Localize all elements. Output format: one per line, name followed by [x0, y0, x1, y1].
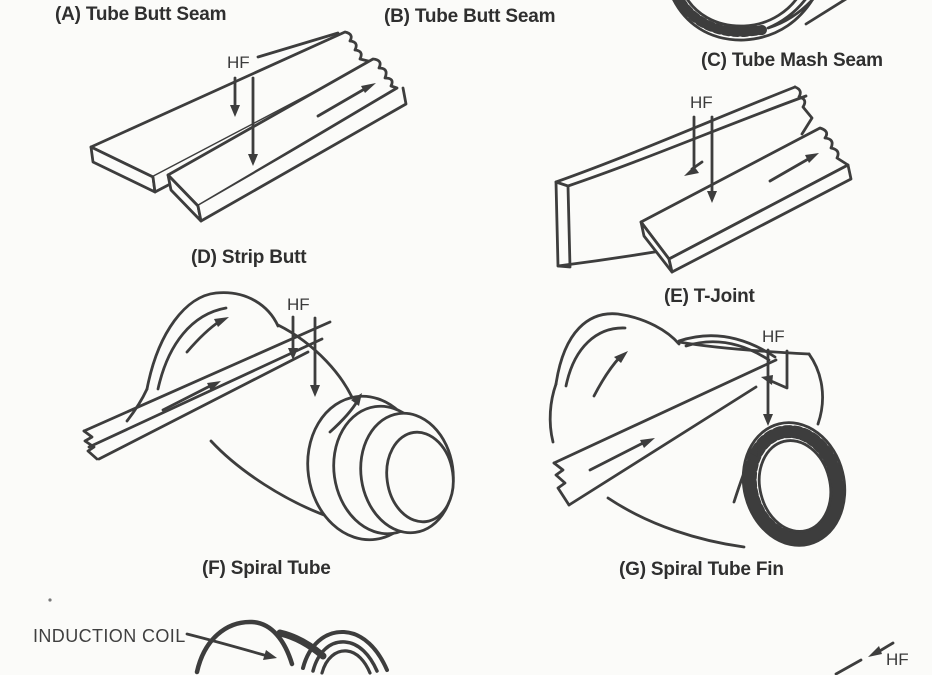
hf-label-spiral-tube-fin: HF: [762, 327, 785, 346]
panel-label-f: (F) Spiral Tube: [202, 558, 331, 579]
flange-front-face: [667, 163, 853, 274]
hf-arrowhead-short: [288, 348, 298, 360]
tube-wall-sliver: [766, 0, 815, 30]
hf-joint-arrowhead: [684, 166, 699, 176]
rotation-arrow-dome: [592, 355, 622, 398]
coil-turn-arc: [194, 619, 295, 675]
spiral-tube-fin-drawing: [548, 312, 847, 549]
hf-arrowhead-long: [763, 414, 773, 426]
web-top-near-edge: [566, 94, 808, 188]
hf-arrowhead-short: [230, 105, 240, 117]
body-left-edge: [548, 382, 558, 444]
feed-arrowhead: [640, 438, 655, 448]
hatched-tube-wall: [743, 425, 845, 545]
strip-bottom-edge: [97, 350, 310, 461]
rotation-arrow-ring: [732, 451, 754, 504]
t-joint-drawing: [554, 85, 853, 274]
wrap-dome-outer-arc: [554, 312, 681, 386]
left-strip-top-face: [89, 30, 374, 179]
tube-bottom-edge: [606, 496, 746, 549]
hf-arrow-bottom-right: [834, 641, 895, 675]
panel-label-e: (E) T-Joint: [664, 286, 755, 307]
web-end-face: [554, 180, 572, 269]
coil-turn-arc: [320, 649, 372, 675]
feed-arrowhead: [361, 83, 376, 93]
panel-label-b: (B) Tube Butt Seam: [384, 6, 556, 27]
tube-end-face: [385, 430, 455, 524]
tube-right-edge: [807, 352, 824, 426]
spiral-tube-drawing: [82, 291, 455, 542]
wrap-dome-inner-arc: [156, 306, 228, 391]
rotation-arrowhead-dome: [614, 351, 628, 363]
feed-direction-arrow: [316, 85, 370, 118]
hf-bent-arrowhead: [761, 375, 773, 385]
hf-label-t-joint: HF: [690, 93, 713, 112]
wrap-dome-outer-arc: [145, 291, 280, 391]
feed-direction-arrow: [768, 156, 812, 183]
leader-line: [834, 658, 863, 675]
hf-label-spiral-tube: HF: [287, 295, 310, 314]
hf-arrowhead-long: [310, 385, 320, 397]
feed-arrowhead: [207, 381, 221, 391]
right-strip-top-face: [166, 57, 399, 208]
tube-rim-outer-arc: [672, 0, 814, 42]
hf-label-strip-butt: HF: [227, 53, 250, 72]
hf-arrowhead: [868, 646, 882, 657]
panel-label-a: (A) Tube Butt Seam: [55, 4, 227, 25]
hatched-tube-wall: [673, 0, 767, 38]
induction-coil-drawing: [185, 619, 389, 675]
panel-label-g: (G) Spiral Tube Fin: [619, 559, 784, 580]
scan-speck: [48, 598, 52, 602]
tube-rim-inner-arc: [686, 0, 798, 28]
tube-end-inner: [757, 439, 833, 533]
strip-top-edge: [82, 320, 332, 433]
fin-wrap-arc-inner: [684, 340, 771, 362]
coil-turn-arc: [311, 640, 379, 673]
hf-bent-arrow: [769, 349, 789, 390]
flange-top-face: [639, 126, 850, 261]
hf-label-bottom-right: HF: [886, 650, 909, 669]
coil-turn-arc: [301, 629, 389, 672]
hf-arrowhead-long: [248, 154, 258, 166]
right-strip-front-face: [196, 86, 408, 223]
strip-mid-edge: [87, 337, 324, 449]
hf-arrowhead-long: [707, 191, 717, 203]
tube-mash-seam-drawing: [672, 0, 848, 42]
fin-jagged-end: [552, 461, 571, 507]
panel-label-d: (D) Strip Butt: [191, 247, 307, 268]
web-wavy-break-edge: [793, 85, 814, 136]
strip-jagged-end: [82, 429, 99, 461]
induction-coil-label: INDUCTION COIL: [33, 626, 186, 646]
fin-top-edge: [552, 358, 778, 465]
leader-line: [185, 632, 266, 657]
leader-arrowhead: [263, 650, 277, 660]
strip-butt-drawing: [89, 30, 408, 223]
fin-wrap-arc-outer: [677, 334, 777, 359]
hf-leader-line: [256, 31, 340, 59]
web-top-far-edge: [554, 85, 797, 184]
body-bottom-edge: [209, 439, 337, 521]
feed-arrowhead: [805, 153, 819, 163]
rotation-arrowhead-dome: [214, 317, 229, 327]
wrap-dome-inner-arc: [564, 326, 627, 388]
panel-label-c: (C) Tube Mash Seam: [701, 50, 883, 71]
rotation-arrowhead-ring: [748, 443, 758, 457]
fin-bottom-edge: [567, 385, 758, 507]
feed-direction-arrow: [161, 383, 214, 412]
tube-side-line: [804, 0, 848, 26]
rotation-arrowhead-ring: [351, 393, 362, 406]
feed-direction-arrow: [588, 440, 647, 472]
